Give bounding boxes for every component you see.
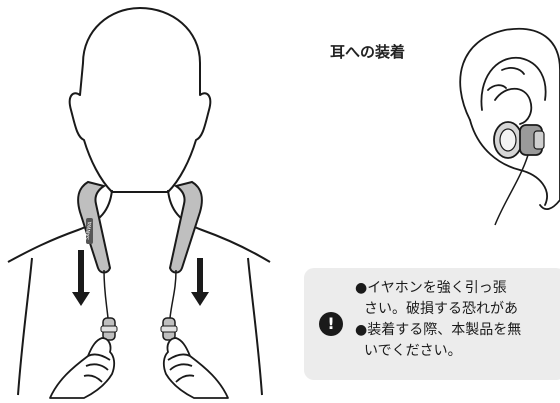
neckband-left-arm	[77, 180, 112, 274]
ear-outer-rim	[459, 27, 560, 211]
ear-inner-fold	[480, 57, 547, 111]
hands	[49, 337, 229, 399]
earbud-right-tip	[160, 325, 178, 333]
ear-earbud	[493, 121, 545, 226]
ear-lobe	[469, 119, 548, 206]
arrows	[72, 250, 209, 306]
neckband-right-arm	[168, 180, 203, 274]
person-outline	[7, 7, 271, 396]
left-hand-fingers	[83, 353, 111, 383]
ear-illustration	[459, 27, 560, 211]
ear-section-title: 耳への装着	[330, 43, 406, 61]
exclamation-icon: !	[319, 312, 343, 336]
ear-fold-detail	[487, 67, 525, 91]
left-cable	[103, 269, 109, 319]
right-cable	[169, 269, 177, 319]
arrow-down-right-icon	[191, 258, 209, 306]
caution-line-3: ●装着する際、本製品を無	[355, 322, 522, 338]
caution-line-2: さい。破損する恐れがあ	[364, 301, 518, 317]
earbud-right	[160, 317, 178, 341]
torso-left-line	[17, 257, 33, 396]
ear-earbud-stem	[533, 130, 545, 150]
neckband-logo: SANWA	[84, 221, 93, 241]
right-hand	[162, 337, 229, 399]
torso-right-line	[247, 257, 263, 396]
earphone-cables	[103, 269, 177, 319]
caution-box: ! ●イヤホンを強く引っ張 さい。破損する恐れがあ ●装着する際、本製品を無 い…	[304, 268, 560, 380]
caution-line-4: いでください。	[364, 343, 462, 359]
head-outline	[68, 7, 212, 193]
ear-concha	[494, 87, 533, 125]
arrow-down-left-icon	[72, 250, 90, 306]
left-hand	[49, 337, 116, 399]
earbud-left	[100, 317, 118, 341]
earbud-left-tip	[100, 325, 118, 333]
ear-earbud-cable	[494, 154, 529, 226]
caution-line-1: ●イヤホンを強く引っ張	[355, 280, 507, 296]
right-hand-fingers	[167, 353, 195, 383]
neck-shoulders-outline	[7, 189, 271, 263]
neckband-device: SANWA	[77, 180, 203, 274]
ear-earbud-inner	[499, 128, 517, 152]
neckband-logo-plate	[86, 218, 93, 244]
